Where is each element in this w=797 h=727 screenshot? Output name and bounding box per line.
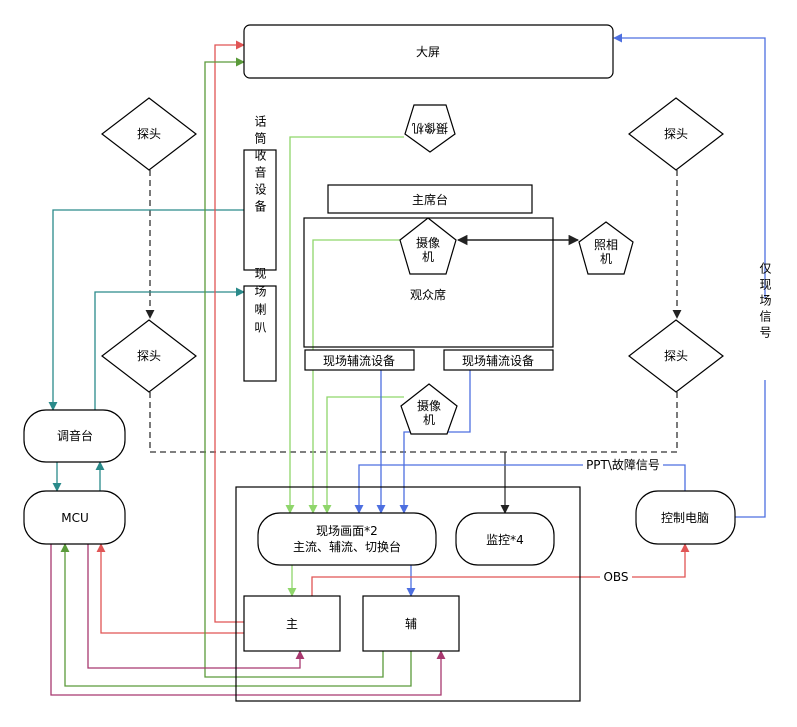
probe-top-right-label: 探头	[664, 127, 688, 141]
edge-camerainner-to-scene	[308, 239, 400, 514]
obs-label-bg	[600, 570, 632, 584]
control-pc-box	[635, 490, 736, 545]
mixer-box	[23, 409, 126, 463]
main-box	[243, 595, 341, 652]
edge-aux-to-screen	[204, 57, 384, 678]
probe-mid-left-label: 探头	[137, 349, 161, 363]
control-room-box	[235, 486, 581, 702]
photo-camera-shape	[578, 221, 634, 275]
ppt-fault-label-bg	[583, 458, 663, 472]
probe-top-left-label: 探头	[137, 127, 161, 141]
photo-camera-label: 照相机	[594, 238, 618, 266]
magenta-links	[50, 544, 446, 696]
lightgreen-links	[285, 136, 404, 597]
edge-probe-mr-to-monitor	[505, 392, 678, 453]
screen-signal-label: 仅现场信号	[758, 262, 772, 342]
ppt-fault-label: PPT\故障信号	[586, 457, 660, 472]
big-screen-label: 大屏	[416, 45, 440, 59]
edge-main-obs-to-pc	[311, 543, 690, 596]
probe-mid-right-label: 探头	[664, 349, 688, 363]
scene-picture-box	[257, 512, 437, 566]
edge-aux-to-mcu	[60, 543, 412, 687]
edge-cameratop-to-scene	[285, 136, 404, 514]
edge-main-to-screen	[214, 40, 245, 623]
rostrum-label: 主席台	[412, 192, 448, 207]
control-pc-label: 控制电脑	[661, 511, 709, 525]
camera-bottom-label: 摄像机	[417, 398, 441, 427]
edge-camerabottom-to-scene	[322, 396, 404, 514]
aux-label: 辅	[405, 617, 417, 631]
aux-stream-right-label: 现场辅流设备	[462, 354, 534, 368]
edge-mcu-to-aux	[50, 544, 446, 696]
edge-mcu-to-main	[87, 544, 305, 669]
main-label: 主	[286, 617, 298, 631]
camera-bottom-shape	[400, 383, 458, 435]
probe-mid-right-shape	[628, 319, 724, 393]
edge-pc-to-screen	[613, 33, 766, 518]
edge-main-to-mcu	[96, 543, 244, 634]
monitor-label: 监控*4	[486, 533, 524, 547]
big-screen-box	[243, 24, 614, 79]
camera-top: 摄像机	[404, 104, 456, 153]
teal-links	[48, 209, 245, 492]
audience-label: 观众席	[410, 287, 446, 302]
edge-pc-ppt-to-scene	[354, 464, 686, 514]
mic-receiver-label: 话筒收音设备	[253, 115, 267, 217]
edge-probe-ml-to-monitor	[149, 392, 505, 453]
aux-stream-right-box	[443, 349, 554, 371]
darkgreen-links	[60, 57, 412, 687]
camera-inner-line1: 摄像	[416, 235, 440, 250]
edge-mixer-to-speaker	[94, 287, 245, 410]
probe-mid-left-shape	[101, 319, 197, 393]
monitor-box	[455, 512, 555, 566]
camera-inner-line2: 机	[422, 250, 434, 264]
rostrum-box	[327, 184, 533, 214]
speaker-label: 现场喇叭	[253, 267, 267, 339]
obs-label: OBS	[603, 570, 628, 584]
probe-top-right-shape	[628, 97, 724, 171]
edge-mic-to-mixer	[48, 209, 244, 411]
aux-stream-left-label: 现场辅流设备	[323, 354, 395, 368]
camera-inner-label: 摄像机	[416, 235, 440, 264]
camera-inner-shape	[399, 217, 457, 275]
screen-signal-label-bg	[756, 298, 774, 380]
red-links	[96, 40, 690, 634]
camera-top-label: 摄像机	[412, 121, 448, 136]
blue-links	[354, 33, 766, 597]
speaker-box	[243, 285, 277, 382]
probe-top-left-shape	[101, 97, 197, 171]
mcu-box	[23, 490, 126, 545]
aux-box	[362, 595, 460, 652]
mixer-label: 调音台	[57, 428, 93, 443]
aux-stream-left-box	[304, 349, 415, 371]
mcu-label: MCU	[61, 511, 89, 525]
mic-receiver-box	[243, 149, 277, 271]
probe-dashed-links	[145, 170, 682, 453]
